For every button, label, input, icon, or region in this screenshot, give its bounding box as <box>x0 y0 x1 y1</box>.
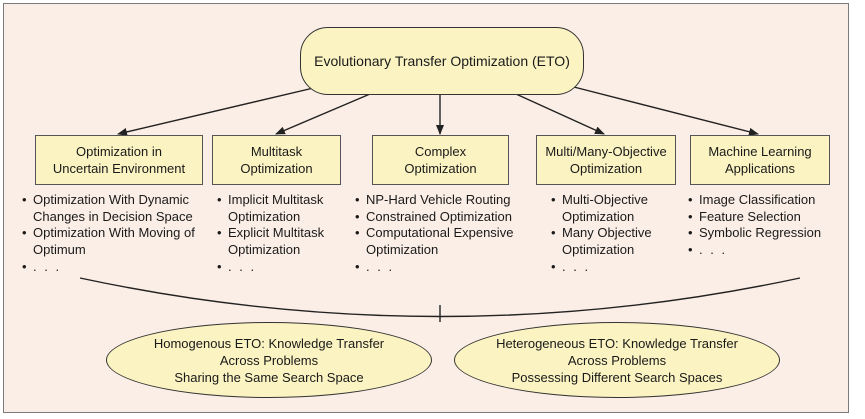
category-box-multi-objective: Multi/Many-Objective Optimization <box>536 135 676 185</box>
list-item: Image Classification <box>688 192 821 209</box>
category-box-machine-learning: Machine Learning Applications <box>690 135 830 185</box>
category-box-complex: Complex Optimization <box>372 135 509 185</box>
list-item: Many Objective Optimization <box>551 225 652 258</box>
list-item: Symbolic Regression <box>688 225 821 242</box>
list-item: Implicit Multitask Optimization <box>217 192 324 225</box>
list-item: Optimization With Dynamic Changes in Dec… <box>22 192 195 225</box>
arrow-to-machine-learning <box>569 85 759 136</box>
list-item: Optimization With Moving of Optimum <box>22 225 195 258</box>
list-item: Multi-Objective Optimization <box>551 192 652 225</box>
bullet-list-machine-learning: Image Classification Feature Selection S… <box>688 192 821 259</box>
list-item: Computational Expensive Optimization <box>355 225 513 258</box>
arrow-to-multi-objective <box>515 93 605 135</box>
list-item-ellipsis: . . . <box>22 259 195 276</box>
category-title: Complex Optimization <box>404 144 477 176</box>
bullet-list-complex: NP-Hard Vehicle Routing Constrained Opti… <box>355 192 513 276</box>
heterogeneous-eto-label: Heterogeneous ETO: Knowledge Transfer Ac… <box>496 335 738 385</box>
list-item-ellipsis: . . . <box>217 259 324 276</box>
category-title: Optimization in Uncertain Environment <box>52 144 186 176</box>
list-item-ellipsis: . . . <box>688 242 821 259</box>
bullet-list-multi-objective: Multi-Objective Optimization Many Object… <box>551 192 652 276</box>
eto-root-label: Evolutionary Transfer Optimization (ETO) <box>314 53 570 69</box>
category-box-multitask: Multitask Optimization <box>212 135 341 185</box>
bullet-list-multitask: Implicit Multitask Optimization Explicit… <box>217 192 324 276</box>
list-item: NP-Hard Vehicle Routing <box>355 192 513 209</box>
list-item-ellipsis: . . . <box>551 259 652 276</box>
arrow-to-uncertain <box>117 85 323 136</box>
list-item: Constrained Optimization <box>355 209 513 226</box>
category-title: Machine Learning Applications <box>708 144 812 176</box>
category-title: Multitask Optimization <box>240 144 313 176</box>
category-title: Multi/Many-Objective Optimization <box>545 144 667 176</box>
heterogeneous-eto-ellipse: Heterogeneous ETO: Knowledge Transfer Ac… <box>454 322 780 398</box>
bullet-list-uncertain: Optimization With Dynamic Changes in Dec… <box>22 192 195 276</box>
homogenous-eto-ellipse: Homogenous ETO: Knowledge Transfer Acros… <box>106 322 432 398</box>
arrow-to-multitask <box>275 93 371 135</box>
list-item: Explicit Multitask Optimization <box>217 225 324 258</box>
category-box-uncertain: Optimization in Uncertain Environment <box>35 135 203 185</box>
eto-root-node: Evolutionary Transfer Optimization (ETO) <box>300 27 584 95</box>
list-item: Feature Selection <box>688 209 821 226</box>
homogenous-eto-label: Homogenous ETO: Knowledge Transfer Acros… <box>153 335 385 385</box>
list-item-ellipsis: . . . <box>355 259 513 276</box>
